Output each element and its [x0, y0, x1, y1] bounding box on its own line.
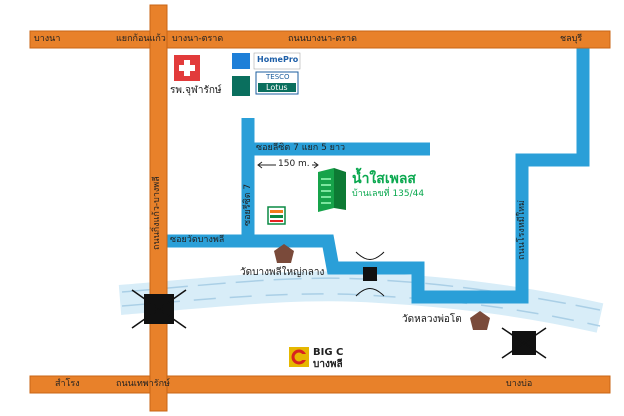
road-label-bangna-trad-main: ถนนบางนา-ตราด: [288, 34, 357, 44]
building-icon: [318, 168, 346, 212]
soi-roads: [160, 48, 590, 304]
hospital-cross-icon: [174, 55, 200, 81]
road-label-bangbo: บางบ่อ: [506, 379, 533, 389]
tesco-label: TESCO: [266, 73, 290, 81]
road-theparak: [29, 375, 611, 394]
property-name: น้ำใสเพลส: [352, 171, 416, 187]
road-label-rong-mee-mai: ถนนโรงหมีใหม่: [517, 200, 527, 260]
road-label-chonburi: ชลบุรี: [560, 34, 583, 44]
temple-label-bang-phli-yai-klang: วัดบางพลีใหญ่กลาง: [240, 267, 325, 278]
homepro-label: HomePro: [257, 55, 299, 64]
road-label-kongkaew-junction: แยกก้อนแก้ว: [116, 34, 166, 44]
road-label-bangna-end: บางนา: [34, 34, 61, 44]
bigc-logo-icon: [289, 347, 309, 367]
hospital-label: รพ.จุฬารักษ์: [170, 85, 222, 96]
homepro-logo-icon: [232, 52, 301, 70]
temple-icon: [274, 244, 294, 263]
temples: [274, 244, 490, 330]
property-address: บ้านเลขที่ 135/44: [352, 189, 425, 199]
road-label-samrong: สำโรง: [55, 379, 80, 389]
tesco-lotus-logo-icon: [232, 71, 299, 96]
road-label-soi-lisit-7-branch: ซอยลีซิต 7 แยก 5 ยาว: [256, 143, 346, 153]
distance-label: 150 m.: [276, 159, 312, 169]
soi-wat-bang-phli-road: [160, 48, 590, 304]
road-bangna-trad: [29, 30, 611, 49]
road-label-bangna-trad: บางนา-ตราด: [172, 34, 224, 44]
junction-markers: [131, 251, 547, 359]
temple-icon: [470, 311, 490, 330]
road-label-soi-wat-bang-phli: ซอยวัดบางพลี: [170, 235, 225, 245]
bridge-icon: [363, 267, 377, 281]
lotus-label: Lotus: [266, 83, 288, 92]
road-label-soi-lisit-7: ซอยรีซิต 7: [243, 183, 253, 226]
road-label-theparak: ถนนเทพารักษ์: [116, 379, 170, 389]
bigc-branch-label: บางพลี: [313, 359, 343, 370]
bigc-label: BIG C: [313, 347, 344, 358]
temple-label-luang-pho-to: วัดหลวงพ่อโต: [402, 314, 462, 325]
seven-eleven-icon: [267, 206, 286, 225]
road-label-kingkaew-bangphli: ถนนกิ่งแก้ว-บางพลี: [152, 176, 162, 250]
